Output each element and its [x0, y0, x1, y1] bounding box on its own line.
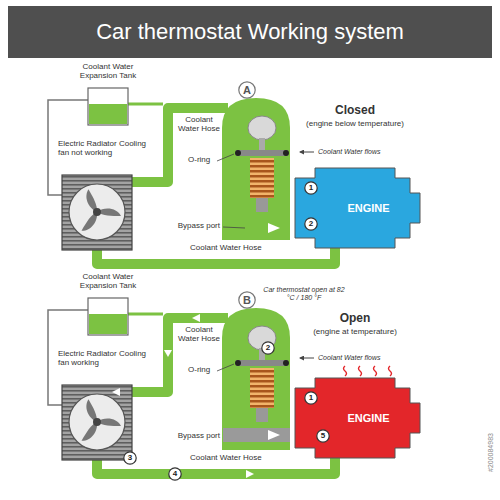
callout-number: 3	[123, 451, 137, 465]
engine-block: ENGINE 1 2	[295, 168, 420, 248]
engine-block: ENGINE 1 5	[295, 378, 420, 458]
callout-label: 3	[128, 454, 132, 462]
engine-label: ENGINE	[347, 413, 389, 424]
state-note: (engine at temperature)	[295, 328, 415, 337]
panel-letter: A	[238, 81, 256, 99]
part-label: Coolant Water Hose	[190, 244, 280, 253]
callout-label: 4	[173, 470, 177, 478]
callout-label: 1	[309, 394, 313, 402]
callout-label: 1	[309, 184, 313, 192]
part-label: Coolant Water Expansion Tank	[66, 273, 150, 291]
state-heading: Open	[300, 312, 410, 325]
engine-label: ENGINE	[347, 203, 389, 214]
part-label: Coolant Water Hose	[176, 326, 222, 344]
part-label: Bypass port	[174, 432, 220, 441]
part-label: O-ring	[188, 156, 218, 165]
callout-label: 2	[309, 220, 313, 228]
flow-note: Coolant Water flows	[318, 148, 408, 156]
part-label: Coolant Water Hose	[176, 116, 222, 134]
callout-number: 1	[304, 391, 318, 405]
callout-number: 4	[168, 467, 182, 481]
part-label: Coolant Water Hose	[190, 454, 280, 463]
callout-number: 5	[316, 429, 330, 443]
callout-number: 2	[261, 341, 275, 355]
callout-label: 2	[266, 344, 270, 352]
callout-label: 5	[321, 432, 325, 440]
part-label: Bypass port	[174, 222, 220, 231]
callout-number: 2	[304, 217, 318, 231]
callout-label: A	[243, 85, 251, 96]
thermostat-note: Car thermostat open at 82 °C / 180 °F	[262, 286, 346, 301]
part-label: Coolant Water Expansion Tank	[66, 63, 150, 81]
part-label: Electric Radiator Cooling fan not workin…	[58, 140, 154, 158]
panel-letter: B	[238, 291, 256, 309]
part-label: Electric Radiator Cooling fan working	[58, 350, 154, 368]
state-note: (engine below temperature)	[295, 120, 415, 129]
state-heading: Closed	[300, 104, 410, 117]
title-text: Car thermostat Working system	[8, 6, 492, 58]
part-label: O-ring	[188, 366, 218, 375]
watermark: #200084983	[487, 433, 495, 472]
callout-label: B	[243, 295, 251, 306]
flow-note: Coolant Water flows	[318, 354, 408, 362]
callout-number: 1	[304, 181, 318, 195]
